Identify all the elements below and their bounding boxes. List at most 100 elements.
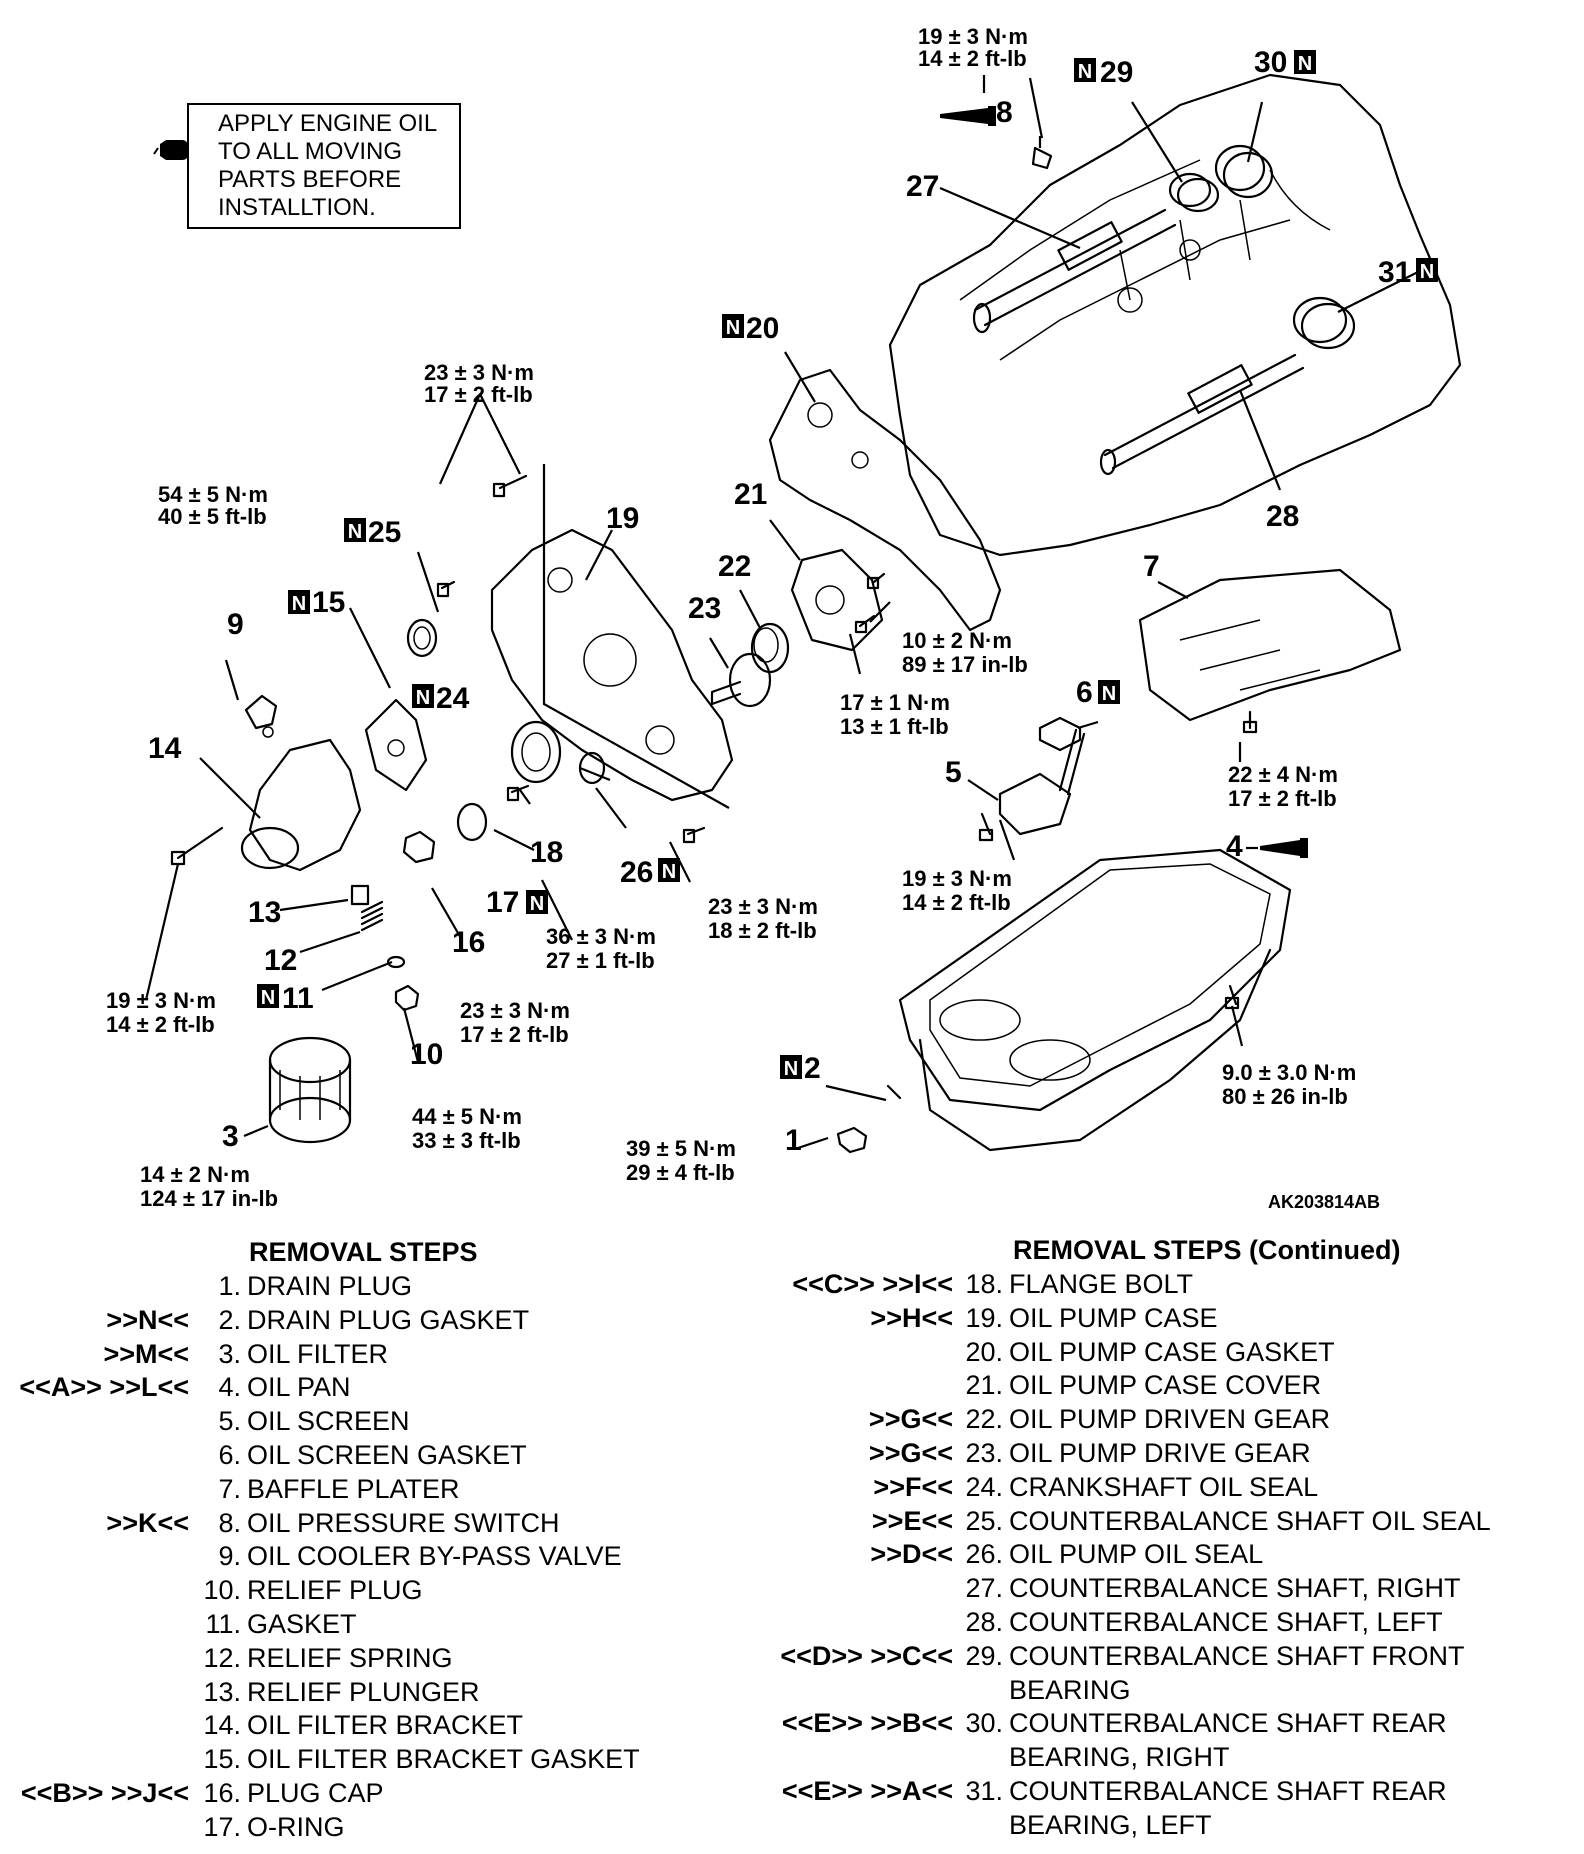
step-text: O-RING — [247, 1811, 345, 1842]
step-text: PLUG CAP — [247, 1777, 384, 1808]
engine-oil-note: APPLY ENGINE OIL TO ALL MOVING PARTS BEF… — [153, 103, 461, 229]
torque-22-nm: 17 ± 1 N·m — [840, 690, 950, 715]
step-text: FLANGE BOLT — [1009, 1269, 1194, 1299]
step-row: 10.RELIEF PLUG — [0, 1574, 640, 1608]
oil-filter-bracket — [240, 738, 362, 872]
step-text: RELIEF SPRING — [247, 1642, 453, 1673]
step-row: >>F<<24.CRANKSHAFT OIL SEAL — [760, 1471, 1491, 1505]
step-marker — [0, 1439, 195, 1473]
step-marker: >>G<< — [868, 1437, 953, 1468]
step-text: RELIEF PLUG — [247, 1575, 423, 1606]
torque-14-ftlb: 14 ± 2 ft-lb — [106, 1012, 215, 1037]
svg-text:PARTS BEFORE: PARTS BEFORE — [218, 166, 401, 193]
step-marker — [0, 1270, 195, 1304]
step-marker: >>F<< — [873, 1471, 953, 1502]
torque-14-nm: 19 ± 3 N·m — [106, 988, 216, 1013]
torque-21-nm: 10 ± 2 N·m — [902, 628, 1012, 653]
step-row: <<B>> >>J<<16.PLUG CAP — [0, 1777, 640, 1811]
svg-text:INSTALLTION.: INSTALLTION. — [218, 194, 376, 221]
step-number: 21. — [965, 1370, 1003, 1401]
oil-pump-case-cover — [790, 548, 884, 652]
torque-4-nm: 9.0 ± 3.0 N·m — [1222, 1060, 1356, 1085]
torque-26-ftlb: 18 ± 2 ft-lb — [708, 918, 817, 943]
step-row: <<D>> >>C<<29.COUNTERBALANCE SHAFT FRONT — [760, 1640, 1491, 1674]
callout-26: 26 — [620, 856, 653, 889]
step-number: 7. — [218, 1473, 241, 1504]
step-text: BEARING, RIGHT — [1009, 1742, 1230, 1773]
callout-30: 30 — [1254, 46, 1287, 79]
torque-5-nm: 19 ± 3 N·m — [902, 866, 1012, 891]
relief-spring — [360, 900, 384, 932]
oil-filter-bracket-gasket — [364, 698, 428, 792]
torque-10-ftlb: 33 ± 3 ft-lb — [412, 1128, 521, 1153]
pan-bolt — [978, 710, 1258, 1010]
callout-18: 18 — [530, 836, 563, 869]
step-text: BAFFLE PLATER — [247, 1473, 460, 1504]
step-text: DRAIN PLUG GASKET — [247, 1304, 530, 1335]
step-marker — [760, 1606, 959, 1640]
step-text: COUNTERBALANCE SHAFT REAR — [1009, 1708, 1447, 1739]
step-number: 12. — [203, 1642, 241, 1673]
step-text: OIL PUMP CASE GASKET — [1009, 1336, 1335, 1367]
step-text: DRAIN PLUG — [247, 1271, 413, 1301]
torque-labels: 19 ± 3 N·m 14 ± 2 ft-lb 23 ± 3 N·m 17 ± … — [106, 24, 1356, 1211]
gasket-ring — [386, 955, 406, 969]
callout-11: 11 — [282, 982, 314, 1015]
step-row: >>G<<23.OIL PUMP DRIVE GEAR — [760, 1437, 1491, 1471]
step-marker: >>G<< — [868, 1404, 953, 1435]
oil-can-icon — [153, 140, 188, 160]
step-number: 15. — [203, 1744, 241, 1775]
oil-cooler-by-pass-valve — [244, 694, 278, 738]
rear-bearing-left — [1292, 296, 1356, 350]
step-number: 28. — [965, 1606, 1003, 1637]
torque-1-nm: 39 ± 5 N·m — [626, 1136, 736, 1161]
callout-6: 6 — [1076, 676, 1093, 709]
callout-3: 3 — [222, 1120, 239, 1153]
torque-22-ftlb: 13 ± 1 ft-lb — [840, 714, 949, 739]
step-number: 3. — [218, 1338, 241, 1369]
step-number: 26. — [965, 1539, 1003, 1570]
oil-pump-oil-seal — [578, 751, 606, 785]
step-row: 28.COUNTERBALANCE SHAFT, LEFT — [760, 1606, 1491, 1640]
step-number: 24. — [965, 1471, 1003, 1502]
svg-text:TO ALL MOVING: TO ALL MOVING — [218, 138, 402, 165]
callout-23: 23 — [688, 592, 721, 625]
step-row: 21.OIL PUMP CASE COVER — [760, 1369, 1491, 1403]
step-text: OIL SCREEN GASKET — [247, 1439, 527, 1470]
callout-28: 28 — [1266, 500, 1299, 533]
svg-text:APPLY ENGINE OIL: APPLY ENGINE OIL — [218, 110, 437, 137]
torque-9-ftlb: 40 ± 5 ft-lb — [158, 504, 267, 529]
counterbalance-shaft-oil-seal — [406, 618, 438, 658]
step-marker: >>K<< — [106, 1507, 189, 1538]
step-marker: <<D>> >>C<< — [780, 1640, 953, 1671]
step-number — [959, 1674, 1009, 1708]
step-marker: >>N<< — [106, 1304, 189, 1335]
removal-steps-continued-list: REMOVAL STEPS (Continued) <<C>> >>I<<18.… — [760, 1234, 1491, 1843]
step-number: 5. — [218, 1406, 241, 1437]
step-marker — [0, 1540, 195, 1574]
oil-pump-driven-gear — [750, 622, 790, 674]
sealant-tube-icon — [1260, 838, 1308, 858]
step-number: 2. — [218, 1304, 241, 1335]
o-ring — [456, 802, 488, 842]
step-text: OIL PAN — [247, 1372, 351, 1403]
step-marker — [0, 1676, 195, 1710]
step-number: 6. — [218, 1439, 241, 1470]
step-marker — [0, 1743, 195, 1777]
callout-15: 15 — [312, 586, 345, 619]
callout-9: 9 — [227, 608, 244, 641]
step-marker — [0, 1574, 195, 1608]
step-number: 4. — [218, 1372, 241, 1403]
callout-8: 8 — [996, 96, 1013, 129]
step-marker — [0, 1811, 195, 1845]
torque-3-nm: 14 ± 2 N·m — [140, 1162, 250, 1187]
removal-steps-title: REMOVAL STEPS — [249, 1237, 478, 1267]
callout-31: 31 — [1378, 256, 1411, 289]
torque-19-ftlb: 17 ± 2 ft-lb — [424, 382, 533, 407]
step-marker: >>E<< — [871, 1505, 953, 1536]
torque-8-ftlb: 14 ± 2 ft-lb — [918, 46, 1027, 71]
callout-5: 5 — [945, 756, 962, 789]
callout-24: 24 — [436, 682, 470, 715]
plug-cap — [402, 830, 436, 864]
step-text: OIL PUMP CASE COVER — [1009, 1370, 1322, 1401]
